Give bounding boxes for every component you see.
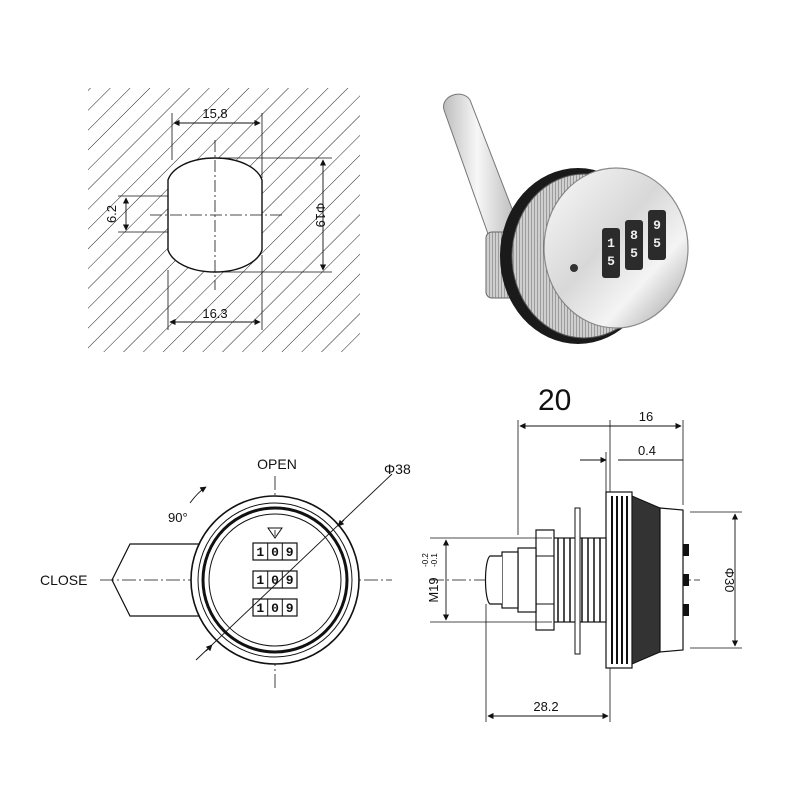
- thread-spec-label: M19: [426, 577, 441, 602]
- side-dial-nub: [683, 544, 689, 556]
- overall-dimension-label: 20: [538, 384, 571, 417]
- side-bezel: [605, 491, 633, 669]
- photo-wheel-digit: 1: [607, 236, 615, 251]
- panel-cutout-drawing: 15.8 16.3 6.2 Φ19: [88, 88, 360, 352]
- gap-dimension-label: 0.4: [638, 443, 656, 458]
- side-dial-nub: [683, 574, 689, 586]
- thread-tolerance-lower: -0.1: [430, 553, 439, 567]
- photo-wheel-digit: 5: [630, 246, 638, 261]
- side-view-drawing: 20 16 0.4 Φ30: [421, 384, 742, 722]
- cam-hub: [517, 547, 537, 613]
- dial-window-row-3: 1 0 9: [252, 598, 298, 617]
- photo-wheel-digit: 9: [653, 218, 661, 233]
- open-triangle-marker: [267, 527, 283, 539]
- open-label: OPEN: [257, 456, 297, 472]
- thread-tolerance-upper: -0.2: [421, 553, 430, 567]
- face-ring: [208, 513, 342, 647]
- bezel-inner-edge: [197, 502, 353, 658]
- dial-digit: 0: [271, 545, 279, 560]
- photo-wheel-digit: 8: [630, 228, 638, 243]
- mounting-nut: [535, 529, 555, 631]
- dial-digit: 9: [286, 601, 294, 616]
- cutout-flat-height-label: 6.2: [104, 205, 119, 223]
- reset-hole: [570, 264, 578, 272]
- front-diameter-label: Φ38: [384, 461, 411, 477]
- close-label: CLOSE: [40, 572, 87, 588]
- front-view-drawing: 1 0 9 1 0 9 1 0 9 OPEN CLOSE 90° Φ38: [40, 456, 411, 688]
- photo-wheel-digit: 5: [607, 254, 615, 269]
- photo-dial-wheels: 1 5 8 5 9 5: [602, 210, 666, 278]
- thread-lines: [557, 538, 601, 622]
- depth-dimension-label: 16: [639, 409, 653, 424]
- cutout-diameter-label: Φ19: [313, 203, 328, 228]
- dial-digit: 1: [256, 545, 264, 560]
- rotation-arrow: [189, 486, 207, 504]
- cutout-width-top-label: 15.8: [202, 106, 227, 121]
- side-knurled-ring: [631, 495, 661, 665]
- cam-nose: [484, 555, 502, 605]
- knurl-ring-line: [201, 506, 349, 654]
- diameter-38-leader: [195, 473, 393, 661]
- dial-digit: 1: [256, 601, 264, 616]
- side-dial-nub: [683, 604, 689, 616]
- dial-digit: 0: [271, 601, 279, 616]
- retaining-clip: [574, 507, 581, 655]
- dial-digit: 1: [256, 573, 264, 588]
- dial-window-row-1: 1 0 9: [252, 542, 298, 561]
- photo-wheel-digit: 5: [653, 236, 661, 251]
- dial-window-row-2: 1 0 9: [252, 570, 298, 589]
- dial-digit: 0: [271, 573, 279, 588]
- dial-digit: 9: [286, 545, 294, 560]
- side-diameter-label: Φ30: [722, 568, 737, 593]
- side-face: [659, 507, 684, 653]
- cam-lock-photo: 1 5 8 5 9 5: [443, 93, 689, 344]
- rotation-angle-label: 90°: [168, 510, 188, 525]
- dial-digit: 9: [286, 573, 294, 588]
- cam-washer: [501, 551, 519, 609]
- length-dimension-label: 28.2: [533, 699, 558, 714]
- side-bezel-knurl: [611, 496, 628, 664]
- cutout-width-bottom-label: 16.3: [202, 306, 227, 321]
